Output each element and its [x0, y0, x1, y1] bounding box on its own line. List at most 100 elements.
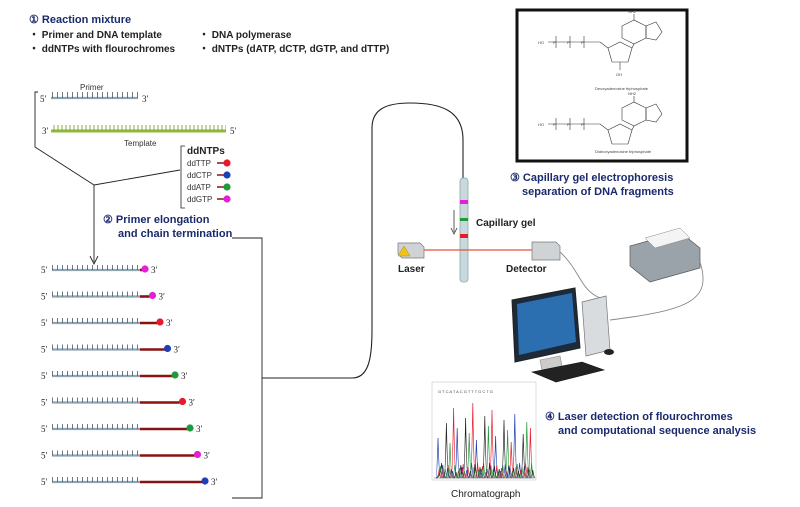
fragment-5: 5′3′ [41, 371, 188, 381]
ddntp-merge-line [93, 169, 181, 186]
fragment-6: 5′3′ [41, 397, 196, 408]
fragment-three-prime: 3′ [211, 477, 218, 487]
fragment-three-prime: 3′ [166, 318, 173, 328]
reaction-mixture-heading: ① Reaction mixture [29, 14, 131, 26]
primer-template-block: Primer 5′ 3′ 3′ 5′ Template [34, 83, 237, 266]
dntp-nh2-label: NH2 [628, 9, 637, 14]
fragment-primer-ticks [52, 397, 140, 403]
fragment-terminator [156, 318, 164, 326]
fragment-9: 5′ 3′ [41, 477, 218, 487]
reaction-item-ddntps: ・ ddNTPs with flourochromes [29, 44, 176, 55]
ddntp-ho-label: HO [538, 122, 544, 127]
fragment-primer-ticks [52, 424, 140, 429]
fragment-five-prime: 5′ [41, 265, 48, 275]
template-five-prime: 5′ [230, 126, 237, 136]
ddntp-dot-3 [223, 195, 231, 203]
dntp-caption: Deoxyadenosine triphosphate [595, 86, 649, 91]
fragment-three-prime: 3′ [204, 451, 211, 461]
reaction-mixture-block: ① Reaction mixture ・ Primer and DNA temp… [29, 14, 389, 55]
ddntp-label-ttp: ddTTP [187, 159, 211, 168]
chromatograph-label: Chromatograph [451, 489, 520, 500]
detector-device [531, 241, 561, 261]
primer-three-prime: 3′ [142, 94, 149, 104]
ddntps-bracket [180, 145, 185, 209]
capillary-tube-connector [262, 102, 464, 379]
capillary-band-red [460, 234, 468, 238]
fragment-primer-ticks [52, 477, 140, 482]
fragment-terminator [193, 450, 202, 459]
fragment-terminator [186, 424, 194, 432]
bracket-line [34, 91, 95, 186]
fragment-7: 5′3′ [41, 424, 203, 434]
capillary-assembly: Capillary gel Laser Detector [397, 177, 601, 299]
fragments-bracket [232, 237, 263, 499]
primer-ticks [51, 92, 138, 98]
detection-title-line1: ④ Laser detection of flourochromes [545, 411, 733, 423]
fragment-primer-ticks [52, 291, 140, 297]
computer-workstation [511, 227, 704, 383]
detector-label: Detector [506, 264, 547, 275]
primer-label: Primer [80, 83, 104, 92]
ddntp-structure [548, 96, 663, 145]
template-label: Template [124, 139, 157, 148]
ddntp-label-ctp: ddCTP [187, 171, 212, 180]
fragment-terminator [178, 397, 187, 406]
fragment-terminator [141, 265, 149, 273]
ddntp-p-label-2: P [567, 122, 570, 127]
electrophoresis-title-line2: separation of DNA fragments [522, 186, 674, 198]
fragment-three-prime: 3′ [181, 371, 188, 381]
monitor-screen [517, 293, 576, 355]
fragment-five-prime: 5′ [41, 451, 48, 461]
laser-warning-icon [397, 245, 411, 257]
fragment-three-prime: 3′ [151, 265, 158, 275]
fragment-five-prime: 5′ [41, 477, 48, 487]
migration-arrowhead [450, 227, 458, 235]
ddntp-p-label-1: P [553, 122, 556, 127]
fragment-three-prime: 3′ [196, 424, 203, 434]
keyboard [530, 361, 606, 383]
fragment-3: 5′3′ [41, 318, 173, 328]
template-three-prime: 3′ [42, 126, 49, 136]
template-ticks [51, 125, 226, 131]
elongation-title-line1: ② Primer elongation [103, 214, 210, 226]
fragment-three-prime: 3′ [189, 398, 196, 408]
ddntps-title: ddNTPs [187, 146, 225, 157]
detector-cable [559, 251, 601, 299]
fragment-three-prime: 3′ [159, 292, 166, 302]
ddntp-nh2-label: NH2 [628, 91, 637, 96]
fragment-4: 5′3′ [41, 344, 180, 355]
ddntp-p-label-3: P [581, 122, 584, 127]
reaction-item-primer-template: ・ Primer and DNA template [29, 30, 162, 41]
capillary-band-magenta [460, 200, 468, 204]
reaction-item-polymerase: ・ DNA polymerase [199, 30, 292, 41]
dntp-oh-label: OH [616, 72, 622, 77]
fragment-five-prime: 5′ [41, 345, 48, 355]
ddntp-label-gtp: ddGTP [187, 195, 212, 204]
elongation-title-line2: and chain termination [118, 228, 233, 240]
fragment-five-prime: 5′ [41, 292, 48, 302]
capillary-tube [459, 177, 469, 283]
capillary-gel-label: Capillary gel [476, 218, 536, 229]
fragment-2: 5′ 3′ [41, 291, 166, 302]
dntp-p-label-2: P [567, 40, 570, 45]
ddntp-caption: Dideoxyadenosine triphosphate [595, 149, 652, 154]
elongation-arrowhead [89, 255, 99, 266]
fragment-primer-ticks [52, 371, 140, 376]
fragment-terminator [171, 371, 179, 379]
fragment-primer-ticks [52, 344, 140, 350]
chromatograph-sequence: G T C A T A C G T T T G C T G [438, 389, 493, 394]
electrophoresis-title-line1: ③ Capillary gel electrophoresis [510, 172, 673, 184]
nucleotide-structures-box: NH2 HO P P P OH Deoxyadenosine triphosph… [515, 8, 689, 163]
dntp-p-label-1: P [553, 40, 556, 45]
ddntp-dot-1 [223, 171, 231, 179]
mouse [604, 349, 614, 355]
chromatograph: G T C A T A C G T T T G C T G Chromatogr… [431, 381, 537, 500]
fragment-primer-ticks [52, 450, 140, 456]
dntp-ho-label: HO [538, 40, 544, 45]
ddntp-color-dots [217, 159, 231, 203]
ddntp-dot-2 [223, 183, 231, 191]
ddntp-dot-0 [223, 159, 231, 167]
structures-frame [515, 8, 689, 163]
fragment-terminator [201, 477, 209, 485]
